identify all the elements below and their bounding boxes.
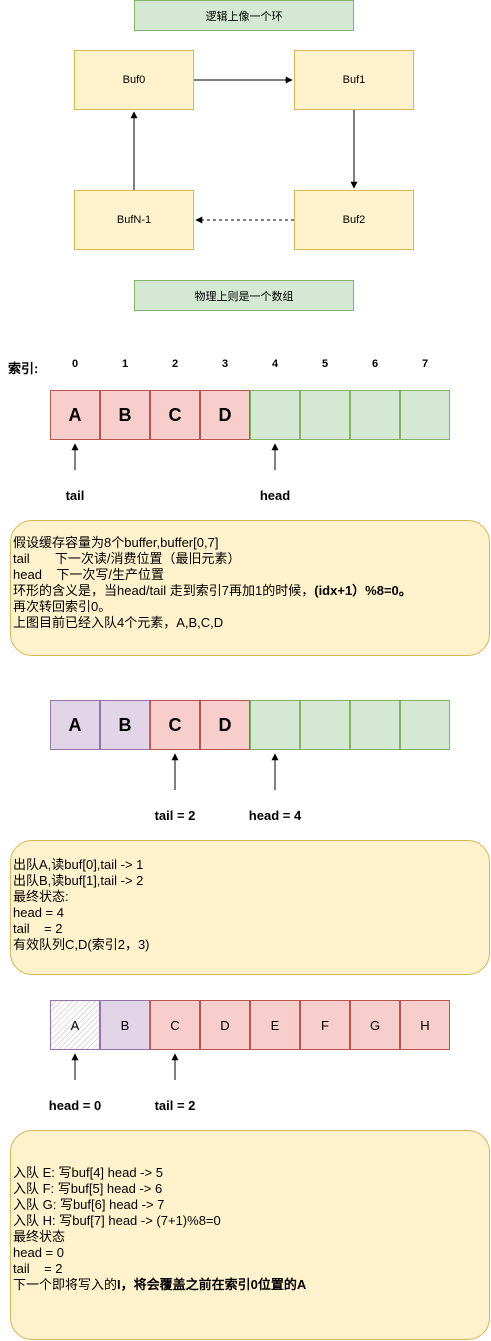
array-2-cell-4 bbox=[250, 700, 300, 750]
array-3-cell-3: D bbox=[200, 1000, 250, 1050]
note-3-line-4: 入队 H: 写buf[7] head -> (7+1)%8=0 bbox=[13, 1213, 221, 1228]
note-2-line-3: 最终状态: bbox=[13, 889, 69, 904]
note-1-line-1: 假设缓存容量为8个buffer,buffer[0,7] bbox=[13, 535, 219, 550]
note-3-line-2: 入队 F: 写buf[5] head -> 6 bbox=[13, 1181, 163, 1196]
array-3-tail-label: tail = 2 bbox=[154, 1098, 196, 1113]
array-2-head-label: head = 4 bbox=[248, 808, 302, 823]
note-2-line-4: head = 4 bbox=[13, 905, 64, 920]
array-2-cell-6 bbox=[350, 700, 400, 750]
buf2-node: Buf2 bbox=[294, 190, 414, 250]
array-3-cell-4: E bbox=[250, 1000, 300, 1050]
index-6: 6 bbox=[371, 358, 379, 370]
note-3-line-7: tail = 2 bbox=[13, 1261, 63, 1276]
note-3-line-5: 最终状态 bbox=[13, 1229, 66, 1244]
note-3-line-6: head = 0 bbox=[13, 1245, 64, 1260]
array-3-cell-5: F bbox=[300, 1000, 350, 1050]
array-1-cell-2: C bbox=[150, 390, 200, 440]
array-1-head-label: head bbox=[259, 488, 291, 503]
note-2-line-6: 有效队列C,D(索引2，3) bbox=[13, 937, 150, 952]
note-3: 入队 E: 写buf[4] head -> 5 入队 F: 写buf[5] he… bbox=[10, 1130, 490, 1340]
index-label: 索引: bbox=[8, 361, 39, 376]
index-4: 4 bbox=[271, 358, 279, 370]
array-2-cell-1: B bbox=[100, 700, 150, 750]
note-1-line-6: 上图目前已经入队4个元素，A,B,C,D bbox=[13, 615, 224, 630]
note-1-line-4-formula: (idx+1）%8=0。 bbox=[314, 583, 412, 598]
index-5: 5 bbox=[321, 358, 329, 370]
note-1-line-4-text: 环形的含义是，当head/tail 走到索引7再加1的时候， bbox=[13, 583, 315, 598]
array-3-cell-0: A bbox=[50, 1000, 100, 1050]
array-2-cell-0: A bbox=[50, 700, 100, 750]
note-3-line-8-text: 下一个即将写入的 bbox=[13, 1277, 118, 1292]
note-2-line-2: 出队B,读buf[1],tail -> 2 bbox=[13, 873, 144, 888]
physical-array-label: 物理上则是一个数组 bbox=[134, 280, 354, 311]
array-1-cell-3: D bbox=[200, 390, 250, 440]
note-3-line-8-bold: I，将会覆盖之前在索引0位置的A bbox=[117, 1277, 307, 1292]
array-1-cell-0: A bbox=[50, 390, 100, 440]
note-3-line-1: 入队 E: 写buf[4] head -> 5 bbox=[13, 1165, 163, 1180]
logical-ring-label: 逻辑上像一个环 bbox=[134, 0, 354, 31]
index-3: 3 bbox=[221, 358, 229, 370]
note-3-line-8: 下一个即将写入的I，将会覆盖之前在索引0位置的A bbox=[13, 1277, 489, 1293]
index-0: 0 bbox=[71, 358, 79, 370]
note-1-line-5: 再次转回索引0。 bbox=[13, 599, 112, 614]
array-1-cell-1: B bbox=[100, 390, 150, 440]
index-2: 2 bbox=[171, 358, 179, 370]
note-3-line-3: 入队 G: 写buf[6] head -> 7 bbox=[13, 1197, 165, 1212]
note-1: 假设缓存容量为8个buffer,buffer[0,7] tail 下一次读/消费… bbox=[10, 520, 490, 656]
note-1-line-3: head 下一次写/生产位置 bbox=[13, 567, 164, 582]
array-3-cell-7: H bbox=[400, 1000, 450, 1050]
array-2-cell-3: D bbox=[200, 700, 250, 750]
index-row: 0 1 2 3 4 5 6 7 bbox=[50, 358, 450, 374]
note-2-line-1: 出队A,读buf[0],tail -> 1 bbox=[13, 857, 144, 872]
array-1-cell-7 bbox=[400, 390, 450, 440]
array-3-head-label: head = 0 bbox=[48, 1098, 102, 1113]
array-3-cell-1: B bbox=[100, 1000, 150, 1050]
note-2: 出队A,读buf[0],tail -> 1 出队B,读buf[1],tail -… bbox=[10, 840, 490, 975]
array-2-cell-5 bbox=[300, 700, 350, 750]
array-1-cell-4 bbox=[250, 390, 300, 440]
array-2-cell-2: C bbox=[150, 700, 200, 750]
array-2: A B C D bbox=[50, 700, 450, 750]
array-3-cell-6: G bbox=[350, 1000, 400, 1050]
bufn-1-node: BufN-1 bbox=[74, 190, 194, 250]
array-2-cell-7 bbox=[400, 700, 450, 750]
array-2-tail-label: tail = 2 bbox=[154, 808, 196, 823]
index-7: 7 bbox=[421, 358, 429, 370]
buf0-node: Buf0 bbox=[74, 50, 194, 110]
array-1-cell-5 bbox=[300, 390, 350, 440]
array-1-cell-6 bbox=[350, 390, 400, 440]
note-1-line-2: tail 下一次读/消费位置（最旧元素） bbox=[13, 551, 241, 566]
note-1-line-4: 环形的含义是，当head/tail 走到索引7再加1的时候，(idx+1）%8=… bbox=[13, 583, 489, 599]
note-2-line-5: tail = 2 bbox=[13, 921, 63, 936]
index-1: 1 bbox=[121, 358, 129, 370]
array-1: A B C D bbox=[50, 390, 450, 440]
array-3: A B C D E F G H bbox=[50, 1000, 450, 1050]
buf1-node: Buf1 bbox=[294, 50, 414, 110]
array-3-cell-2: C bbox=[150, 1000, 200, 1050]
array-1-tail-label: tail bbox=[65, 488, 85, 503]
